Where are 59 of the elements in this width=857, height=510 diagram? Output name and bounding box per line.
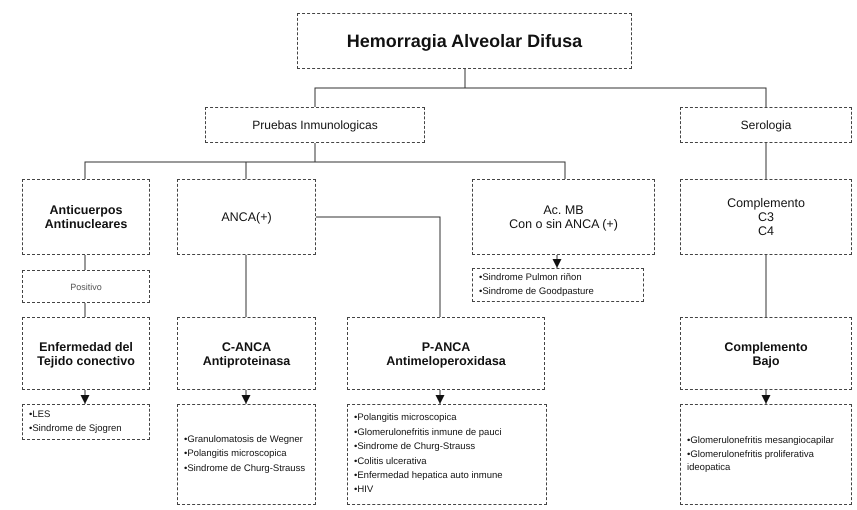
list-box [347, 404, 547, 505]
box-label: Ac. MB [543, 203, 584, 217]
box-label: Bajo [752, 354, 780, 368]
list-item: •Sindrome de Churg-Strauss [184, 462, 306, 476]
list-box [472, 268, 644, 302]
category-box [177, 317, 316, 390]
list-item: •Polangitis microscopica [354, 412, 457, 425]
list-item: •Polangitis microscopica [184, 448, 287, 461]
box-label: Pruebas Inmunologicas [252, 118, 378, 132]
list-item: •Glomerulonefritis proliferativa ideopatica [687, 449, 815, 474]
arrow [436, 390, 444, 404]
category-box [680, 317, 852, 390]
box-label: Complemento [724, 340, 808, 354]
list-item: •LES [29, 408, 50, 421]
arrow [80, 390, 90, 404]
connector-line [314, 142, 566, 180]
title-box [297, 13, 632, 69]
box-label: Serologia [740, 118, 792, 132]
arrow [242, 390, 250, 404]
list-box [177, 404, 316, 505]
list-item: •Glomerulonefritis inmune de pauci [354, 426, 502, 440]
box-label: Anticuerpos Antinucleares [44, 203, 128, 231]
list-item: •Sindrome Pulmon riñon [479, 272, 582, 284]
list-box [22, 404, 150, 440]
box-label: C-ANCA [222, 340, 272, 354]
list-item: •Glomerulonefritis mesangiocapilar [687, 434, 834, 448]
box-label: Complemento [727, 196, 805, 210]
box-label: C3 [758, 210, 774, 224]
category-box [22, 179, 150, 255]
list-item: •Sindrome de Sjogren [29, 423, 122, 436]
category-box [205, 107, 425, 143]
category-box [347, 317, 545, 390]
box-label: C4 [758, 224, 774, 238]
list-item: •Sindrome de Goodpasture [479, 286, 594, 298]
list-item: •Enfermedad hepatica auto inmune [354, 470, 503, 482]
connector-line [84, 254, 86, 270]
list-item: •Sindrome de Churg-Strauss [354, 441, 476, 454]
box-label: Con o sin ANCA (+) [509, 217, 618, 231]
box-label: Antiproteinasa [202, 354, 290, 368]
connector-line [84, 302, 86, 318]
list-item: •HIV [354, 484, 374, 497]
category-box [472, 179, 655, 255]
box-label: ANCA(+) [221, 210, 272, 224]
list-item: •Colitis ulcerativa [354, 456, 426, 468]
category-box [177, 179, 316, 255]
list-item: •Granulomatosis de Wegner [184, 434, 303, 446]
box-label: Enfermedad del Tejido conectivo [36, 340, 136, 368]
arrow [762, 390, 770, 404]
box-label: P-ANCA [422, 340, 470, 354]
list-box [680, 404, 852, 505]
category-box [22, 270, 150, 303]
connector-line [316, 216, 440, 318]
category-box [680, 179, 852, 255]
arrow [552, 254, 562, 268]
box-label: Positivo [70, 282, 102, 292]
category-box [680, 107, 852, 143]
root-label: Hemorragia Alveolar Difusa [346, 30, 582, 52]
category-box [22, 317, 150, 390]
box-label: Antimeloperoxidasa [386, 354, 506, 368]
